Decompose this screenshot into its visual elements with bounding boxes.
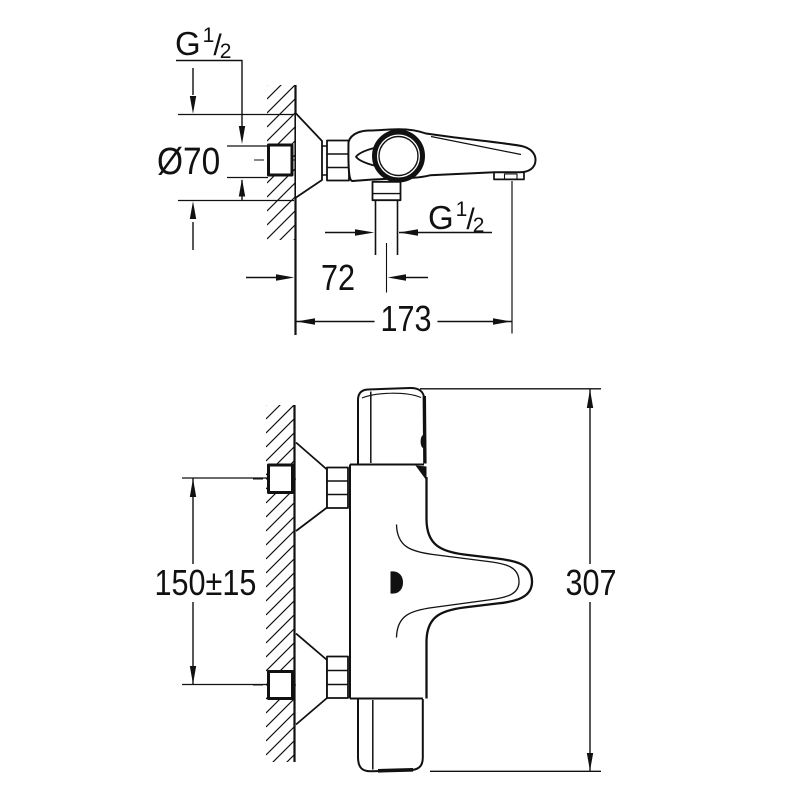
side-view <box>176 59 537 335</box>
dimension-72 <box>246 274 428 281</box>
dimension-label-thread-top: G1/2 <box>175 25 231 62</box>
union-nut <box>326 466 349 509</box>
wall-hatch <box>266 405 295 762</box>
thread-prefix: G <box>175 25 201 62</box>
shower-outlet-thread <box>374 200 399 255</box>
inlet-fitting <box>267 143 294 177</box>
thread-numerator: 1 <box>202 24 215 47</box>
dimension-label-307: 307 <box>559 564 623 602</box>
body-corner-mark <box>415 465 427 481</box>
body-edge-line <box>430 135 522 156</box>
faucet-body-front <box>349 463 534 700</box>
thread-denominator: 2 <box>219 40 232 63</box>
spout-inner-line <box>395 524 520 638</box>
dimension-label-150: 150±15 <box>152 562 257 603</box>
thermostat-knob <box>372 129 425 183</box>
dimension-label-72: 72 <box>310 259 366 297</box>
thermostat-knob-inner <box>378 135 419 177</box>
front-view <box>182 386 601 773</box>
dimension-thread-top <box>176 59 246 201</box>
inlet-fitting <box>267 463 294 494</box>
dimension-label-thread-outlet: G1/2 <box>428 199 484 236</box>
dimension-thread-outlet <box>325 229 492 236</box>
thread-slash: / <box>466 203 475 236</box>
union-nut <box>326 655 349 699</box>
escutcheon <box>295 632 328 726</box>
thread-prefix: G <box>428 199 454 236</box>
thread-numerator: 1 <box>455 198 468 221</box>
thermostat-handle <box>357 386 427 464</box>
union-nut <box>326 139 350 182</box>
shower-outlet-stub <box>371 180 402 202</box>
dimension-label-173: 173 <box>374 300 438 338</box>
thread-denominator: 2 <box>472 214 485 237</box>
aerator-insert <box>503 173 518 180</box>
inlet-fitting <box>267 670 294 700</box>
volume-handle <box>357 699 424 773</box>
spout-mark <box>390 571 403 594</box>
dimension-label-escutcheon-diameter: Ø70 <box>157 141 221 183</box>
escutcheon <box>295 112 323 199</box>
spout-outline <box>425 477 534 699</box>
thread-slash: / <box>213 29 222 62</box>
temperature-marker <box>355 147 375 167</box>
escutcheon <box>295 441 328 532</box>
dimension-escutcheon-dia <box>189 68 197 250</box>
